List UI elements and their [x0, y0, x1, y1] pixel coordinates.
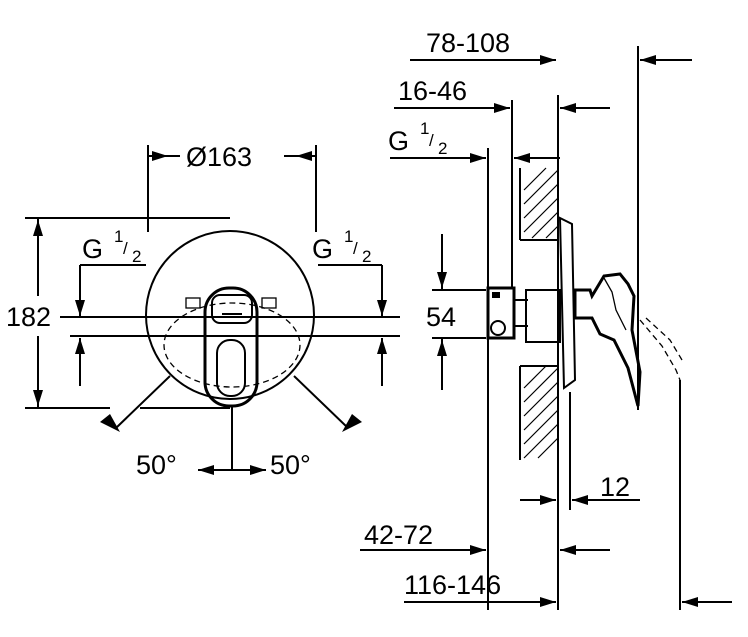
wall-hatch-lower: [519, 365, 559, 460]
inlet-right: [261, 297, 277, 309]
height-label: 182: [6, 302, 51, 332]
overall-label: 116-146: [404, 570, 501, 600]
angle-right-label: 50°: [270, 450, 311, 480]
thread-right-den: 2: [362, 247, 371, 266]
angle-left-label: 50°: [136, 450, 177, 480]
lever-side: [573, 272, 683, 407]
thread-left-main: G: [82, 234, 103, 264]
thread-left-den: 2: [132, 247, 141, 266]
diameter-label: Ø163: [186, 142, 252, 172]
wall-hatch-upper: [519, 167, 559, 241]
thread-left-slash: /: [123, 239, 128, 258]
escutcheon-side: [558, 216, 577, 390]
depth-total-label: 78-108: [426, 28, 510, 58]
side-thread-slash: /: [429, 131, 434, 150]
thread-right-main: G: [312, 234, 333, 264]
thread-right-num: 1: [344, 227, 353, 246]
side-thread-num: 1: [420, 119, 429, 138]
side-thread-den: 2: [438, 139, 447, 158]
lever-handle: [203, 286, 259, 408]
depth-inner-label: 16-46: [398, 76, 467, 106]
hidden-body: [163, 302, 301, 388]
escutcheon-plate: [145, 230, 315, 400]
outlet-height-label: 54: [426, 302, 456, 332]
inlet-port: [490, 320, 506, 336]
side-thread-main: G: [388, 126, 409, 156]
setback-label: 42-72: [364, 520, 433, 550]
front-view: [25, 145, 400, 475]
thread-right-slash: /: [353, 239, 358, 258]
side-view: [360, 46, 732, 610]
plate-thickness-label: 12: [600, 472, 630, 502]
thread-left-num: 1: [114, 227, 123, 246]
inlet-left: [185, 297, 201, 309]
